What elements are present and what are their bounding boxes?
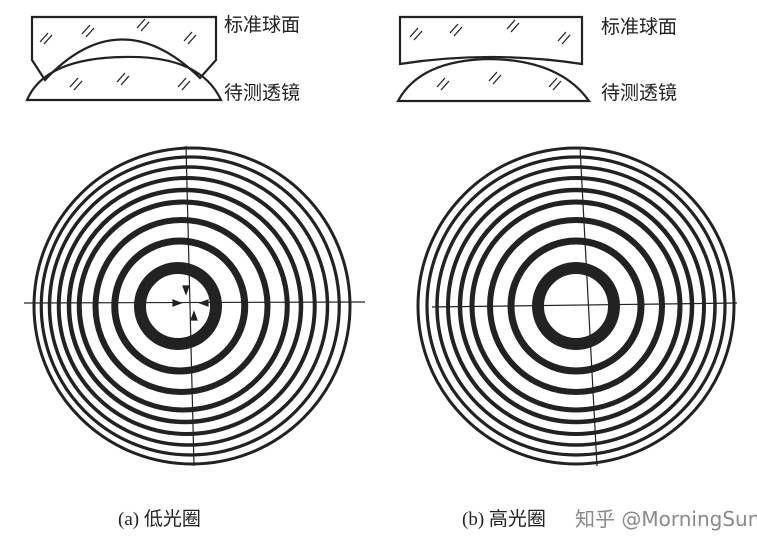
fringe-ring [446, 176, 706, 436]
fringe-ring [111, 237, 249, 375]
fringe-ring [457, 187, 695, 425]
fringe-ring [39, 155, 341, 457]
setup-b [396, 15, 592, 103]
fringe-ring [134, 262, 222, 350]
fringe-rings-a [32, 146, 352, 466]
fringe-ring [47, 165, 330, 447]
label-test-lens-a: 待测透镜 [224, 82, 301, 104]
standard-surface-b [398, 15, 584, 66]
fringe-ring [32, 146, 352, 466]
fringe-ring [92, 217, 271, 395]
fringe-ring [76, 199, 290, 413]
crosshair-b [431, 146, 738, 467]
watermark: 知乎 @MorningSun [575, 507, 757, 531]
vertical-axis-a [185, 145, 195, 467]
horizontal-axis-b [431, 302, 738, 308]
test-lens-a [25, 55, 223, 102]
setup-a [25, 15, 223, 102]
fringe-ring [66, 187, 304, 425]
caption-b: (b) 高光圈 [462, 509, 546, 530]
caption-a: (a) 低光圈 [118, 509, 201, 530]
glass-hatch-a [39, 18, 197, 91]
fringe-ring [435, 165, 717, 447]
fringe-ring [416, 146, 736, 466]
glass-hatch-b [409, 19, 571, 91]
label-standard-surface-a: 标准球面 [224, 14, 301, 36]
fringe-ring [425, 155, 727, 457]
arrow-heads-a [172, 285, 209, 321]
label-test-lens-b: 待测透镜 [601, 82, 678, 104]
test-lens-b [396, 57, 592, 103]
crosshair-a [23, 145, 366, 467]
vertical-axis-b [579, 146, 598, 467]
label-standard-surface-b: 标准球面 [601, 16, 678, 38]
standard-surface-a [30, 15, 218, 82]
horizontal-axis-a [23, 301, 366, 304]
